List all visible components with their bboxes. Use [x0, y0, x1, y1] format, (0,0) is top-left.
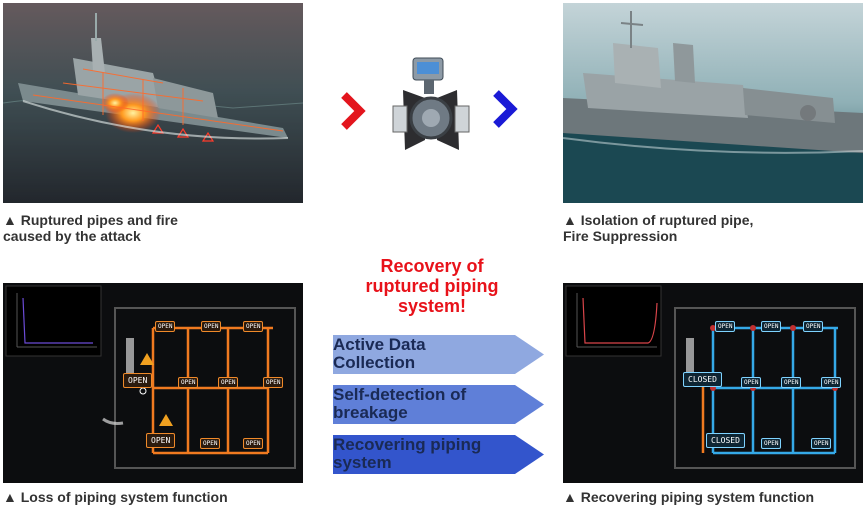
- valve-tag-open: OPEN: [715, 321, 736, 332]
- caption-bottom-right: ▲ Recovering piping system function: [563, 489, 815, 505]
- step-active-data-collection: Active Data Collection: [333, 335, 544, 374]
- smart-valve-image: [383, 50, 479, 160]
- warning-icon: [140, 353, 173, 426]
- damaged-ship-image: [3, 3, 303, 203]
- valve-tag-open: OPEN: [200, 438, 221, 449]
- step-label: Recovering piping system: [333, 435, 482, 472]
- right-chevron-icon-blue: [493, 90, 518, 128]
- valve-tag-open: OPEN: [821, 377, 842, 388]
- valve-tag-open: OPEN: [155, 321, 176, 332]
- valve-tag-open: OPEN: [761, 321, 782, 332]
- piping-diagram-broken: OPEN OPEN OPEN OPEN OPEN OPEN OPEN OPEN …: [3, 283, 303, 483]
- caption-bottom-left: ▲ Loss of piping system function: [3, 489, 228, 505]
- piping-diagram-recovered: OPEN OPEN OPEN CLOSED OPEN OPEN OPEN CLO…: [563, 283, 863, 483]
- valve-tag-open: OPEN: [781, 377, 802, 388]
- valve-tag-open: OPEN: [803, 321, 824, 332]
- step-self-detection: Self-detection of breakage: [333, 385, 544, 424]
- valve-tag-open: OPEN: [243, 321, 264, 332]
- step-label: Self-detection of breakage: [333, 385, 467, 422]
- valve-tag-open: OPEN: [201, 321, 222, 332]
- right-chevron-icon-red: [341, 92, 366, 130]
- caption-top-right: ▲ Isolation of ruptured pipe, Fire Suppr…: [563, 212, 754, 244]
- valve-tag-open: OPEN: [218, 377, 239, 388]
- valve-tag-open-large: OPEN: [123, 373, 153, 388]
- recovered-ship-image: [563, 3, 863, 203]
- valve-tag-open-large: OPEN: [146, 433, 176, 448]
- recovery-title: Recovery of ruptured piping system!: [365, 256, 499, 316]
- valve-tag-open: OPEN: [761, 438, 782, 449]
- valve-tag-open: OPEN: [243, 438, 264, 449]
- valve-tag-closed: CLOSED: [706, 433, 745, 448]
- valve-tag-open: OPEN: [178, 377, 199, 388]
- valve-tag-open: OPEN: [263, 377, 284, 388]
- step-label: Active Data Collection: [333, 335, 426, 372]
- valve-tag-open: OPEN: [741, 377, 762, 388]
- caption-top-left: ▲ Ruptured pipes and fire caused by the …: [3, 212, 178, 244]
- valve-tag-open: OPEN: [811, 438, 832, 449]
- valve-tag-closed: CLOSED: [683, 372, 722, 387]
- step-recovering-piping: Recovering piping system: [333, 435, 544, 474]
